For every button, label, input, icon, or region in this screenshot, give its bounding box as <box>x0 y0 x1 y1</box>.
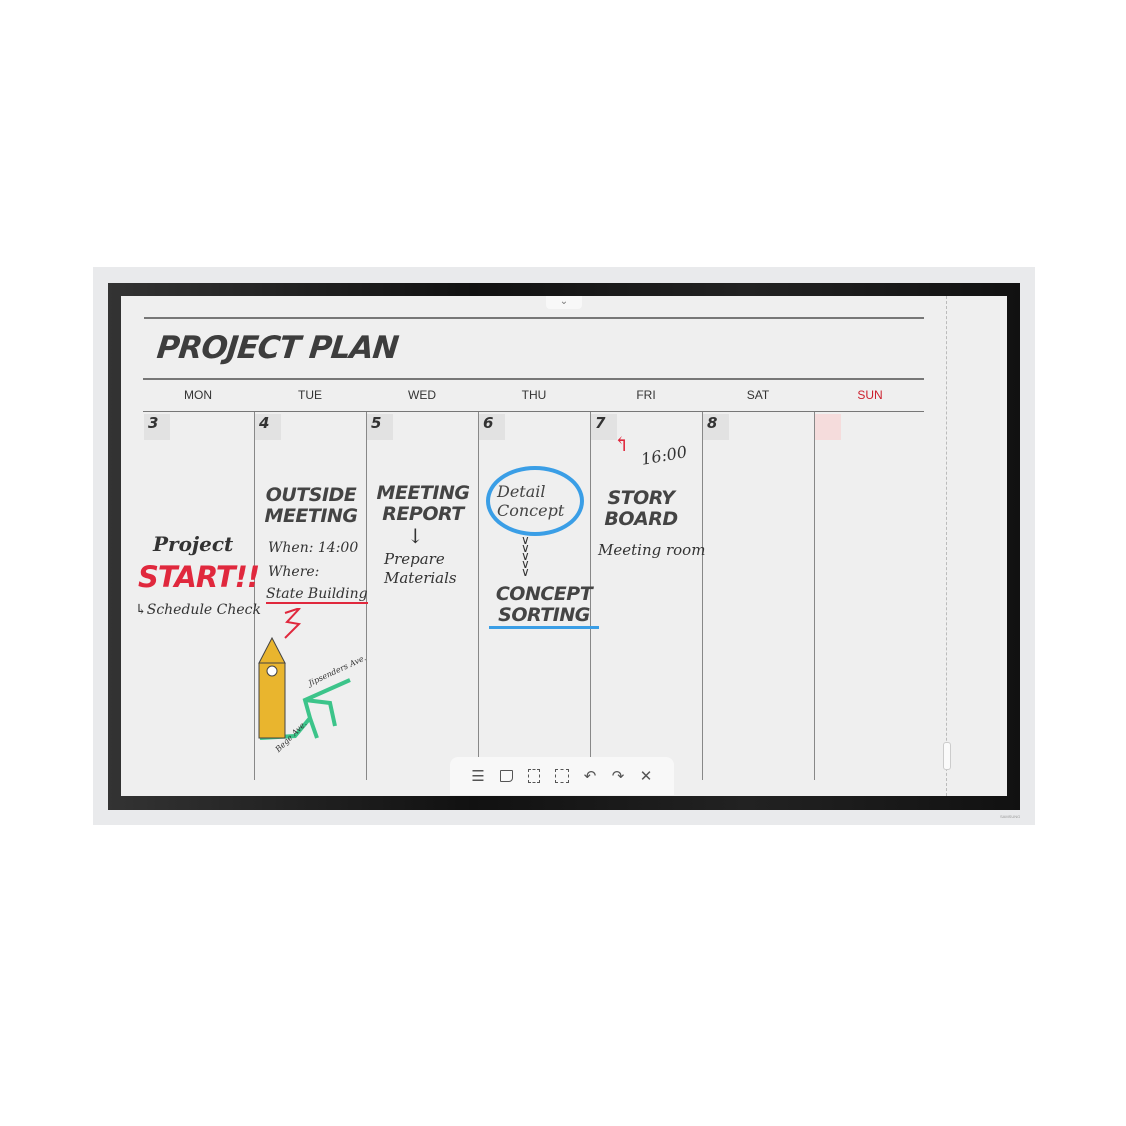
date-sun <box>815 414 841 440</box>
column-divider <box>702 412 703 780</box>
tue-where: Where: <box>268 564 320 580</box>
red-arrow-icon: ↰ <box>613 432 630 456</box>
page-title: PROJECT PLAN <box>155 330 400 366</box>
thu-circle-1: Detail <box>497 482 546 501</box>
paste-icon[interactable] <box>525 767 543 785</box>
date-8: 8 <box>703 414 729 440</box>
wed-note-2: Materials <box>384 569 457 587</box>
fri-heading-2: BOARD <box>604 508 678 530</box>
column-divider <box>478 412 479 780</box>
circle-highlight <box>486 466 584 536</box>
redo-icon[interactable]: ↷ <box>611 768 625 785</box>
fri-note: Meeting room <box>598 541 706 559</box>
panel-divider <box>946 296 947 796</box>
column-divider <box>366 412 367 780</box>
day-header-sun: SUN <box>857 388 883 402</box>
mon-note-schedule: ↳Schedule Check <box>135 602 261 618</box>
undo-icon[interactable]: ↶ <box>583 768 597 785</box>
tue-heading-2: MEETING <box>264 505 358 527</box>
column-divider <box>254 412 255 780</box>
column-divider <box>814 412 815 780</box>
fri-time: 16:00 <box>639 442 689 469</box>
day-header-mon: MON <box>184 388 212 402</box>
day-header-wed: WED <box>408 388 436 402</box>
tue-when: When: 14:00 <box>268 540 359 556</box>
tue-place: State Building <box>266 586 368 604</box>
wed-heading-1: MEETING <box>376 482 470 504</box>
day-header-tue: TUE <box>298 388 322 402</box>
divider <box>143 378 924 380</box>
divider <box>144 317 924 319</box>
thu-heading-2: SORTING <box>498 604 590 626</box>
day-header-fri: FRI <box>636 388 656 402</box>
mon-note-start: START!! <box>138 560 260 594</box>
chevrons-down-icon: ∨∨∨∨∨ <box>521 533 530 579</box>
menu-icon[interactable]: ☰ <box>471 768 485 785</box>
date-7: 7 <box>591 414 617 440</box>
day-header-sat: SAT <box>746 388 770 402</box>
fri-heading-1: STORY <box>607 487 675 509</box>
divider <box>143 411 924 412</box>
date-3: 3 <box>144 414 170 440</box>
date-5: 5 <box>367 414 393 440</box>
thu-heading-1: CONCEPT <box>495 583 593 605</box>
sticky-note-icon[interactable] <box>497 767 515 785</box>
tue-heading-1: OUTSIDE <box>265 484 357 506</box>
thu-circle-2: Concept <box>497 501 565 520</box>
date-4: 4 <box>255 414 281 440</box>
day-header-thu: THU <box>521 388 547 402</box>
whiteboard-screen[interactable]: ⌄ PROJECT PLAN MON TUE WED THU FRI SAT S… <box>121 296 1007 796</box>
curved-arrow-icon: ↳ <box>135 602 147 618</box>
select-icon[interactable] <box>553 767 571 785</box>
down-arrow-icon: ↓ <box>407 524 424 548</box>
column-divider <box>590 412 591 780</box>
wed-heading-2: REPORT <box>382 503 464 525</box>
collapse-chevron-icon[interactable]: ⌄ <box>546 296 582 309</box>
wed-note-1: Prepare <box>384 550 445 568</box>
mon-note-project: Project <box>153 532 234 556</box>
bottom-toolbar: ☰ ↶ ↷ ✕ <box>450 757 674 795</box>
brand-logo: SAMSUNG <box>1000 814 1021 819</box>
mon-note-schedule-text: Schedule Check <box>146 602 261 618</box>
map-sketch <box>258 608 351 740</box>
drag-handle[interactable] <box>943 742 951 770</box>
date-6: 6 <box>479 414 505 440</box>
close-icon[interactable]: ✕ <box>639 768 653 785</box>
